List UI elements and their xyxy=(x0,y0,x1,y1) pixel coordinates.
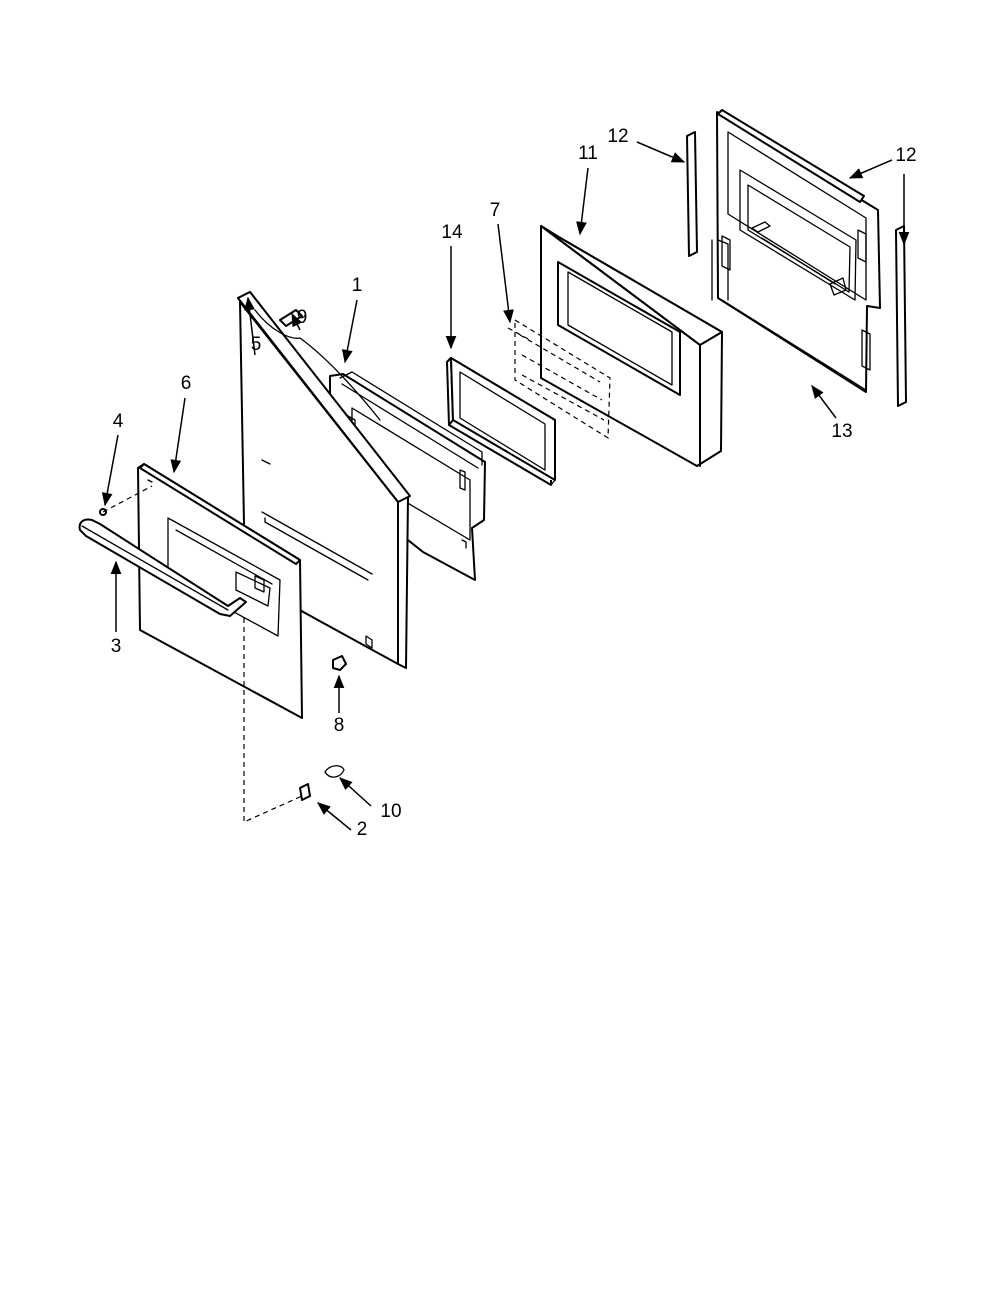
part-10-spring xyxy=(324,765,345,778)
callout-5: 5 xyxy=(251,334,262,355)
callout-3: 3 xyxy=(111,636,122,657)
part-3-door-handle xyxy=(78,518,247,617)
callout-7: 7 xyxy=(490,200,501,221)
callout-10: 10 xyxy=(380,801,401,822)
part-12-left-strip xyxy=(686,131,698,257)
part-11-door-insulation xyxy=(540,225,723,467)
part-14-window-frame xyxy=(446,357,556,486)
callout-12-right: 12 xyxy=(895,145,916,166)
part-12-top-strip xyxy=(717,109,865,203)
callout-6: 6 xyxy=(181,373,192,394)
callout-4: 4 xyxy=(113,411,124,432)
part-8-clip xyxy=(332,655,347,671)
assembly-lines xyxy=(102,327,531,823)
callout-1: 1 xyxy=(352,275,363,296)
leader-arrows xyxy=(101,141,910,831)
callout-9: 9 xyxy=(297,307,308,328)
callout-14: 14 xyxy=(441,222,463,243)
part-12-right-strip xyxy=(895,225,907,407)
part-6-outer-door-panel xyxy=(137,463,303,719)
callout-8: 8 xyxy=(334,715,345,736)
callout-labels: 1 2 3 4 5 6 7 8 9 10 11 12 12 13 14 xyxy=(111,126,917,840)
callout-13: 13 xyxy=(831,421,852,442)
callout-11: 11 xyxy=(578,143,598,164)
part-7-door-glass xyxy=(514,318,611,440)
callout-2: 2 xyxy=(357,819,368,840)
part-13-inner-door-panel xyxy=(711,111,881,393)
callout-12-left: 12 xyxy=(607,126,628,147)
part-2-bracket xyxy=(299,783,311,801)
